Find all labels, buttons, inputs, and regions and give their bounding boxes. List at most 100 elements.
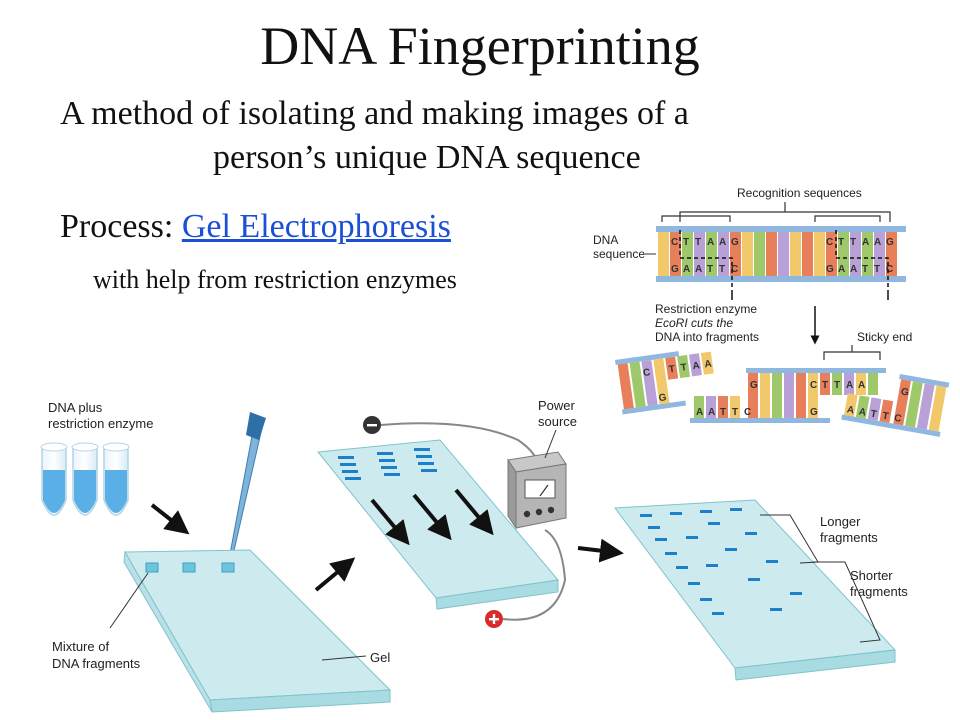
- shorter-label-2: fragments: [850, 584, 908, 599]
- fragment-right: G A A T T C: [841, 374, 950, 437]
- test-tube-icon: [102, 442, 130, 516]
- gel-slab-result: [614, 499, 897, 681]
- power-label-1: Power: [538, 398, 576, 413]
- migration-arrow-icon: [412, 493, 452, 541]
- svg-text:T: T: [680, 362, 688, 374]
- fragment-left: C T T A A G: [615, 351, 714, 415]
- recognition-bracket-right: [814, 215, 881, 222]
- svg-text:T: T: [870, 409, 878, 421]
- recognition-bracket: [679, 211, 891, 222]
- svg-text:A: A: [858, 380, 865, 391]
- svg-text:C: C: [744, 407, 751, 418]
- gel-electrophoresis-diagram: DNA plus restriction enzyme: [40, 398, 908, 713]
- svg-text:T: T: [881, 411, 889, 423]
- longer-label-1: Longer: [820, 514, 861, 529]
- running-bands: [338, 448, 437, 480]
- power-source-icon: [507, 451, 567, 530]
- migration-arrow-icon: [370, 498, 410, 546]
- svg-text:G: G: [750, 380, 758, 391]
- svg-text:T: T: [707, 264, 713, 275]
- svg-text:G: G: [658, 392, 667, 404]
- process-label: Process:: [60, 208, 182, 245]
- negative-electrode-icon: [363, 416, 381, 434]
- mixture-label-1: Mixture of: [52, 639, 109, 654]
- svg-text:G: G: [671, 264, 679, 275]
- first-site-top-bases: C T T A A G: [671, 237, 739, 248]
- svg-text:T: T: [683, 237, 689, 248]
- slide-title: DNA Fingerprinting: [260, 16, 700, 76]
- cut-line-2: [835, 230, 889, 290]
- sequence-label: sequence: [593, 247, 645, 261]
- dna-plus-label-2: restriction enzyme: [48, 416, 153, 431]
- svg-text:A: A: [683, 264, 690, 275]
- dna-label: DNA: [593, 233, 618, 247]
- pipette-icon: [226, 412, 266, 567]
- svg-text:T: T: [874, 264, 880, 275]
- svg-text:G: G: [900, 387, 910, 399]
- svg-text:T: T: [720, 407, 726, 418]
- svg-text:A: A: [692, 360, 701, 372]
- svg-text:C: C: [810, 380, 817, 391]
- svg-text:T: T: [732, 407, 738, 418]
- longer-bracket: [760, 514, 819, 564]
- longer-label-2: fragments: [820, 530, 878, 545]
- subtitle-line-1: A method of isolating and making images …: [60, 95, 689, 132]
- svg-text:A: A: [707, 237, 714, 248]
- dna-backbone-bottom: [656, 276, 906, 282]
- svg-text:A: A: [696, 407, 703, 418]
- svg-text:A: A: [862, 237, 869, 248]
- svg-text:T: T: [834, 380, 840, 391]
- migration-arrow-icon: [454, 488, 494, 536]
- svg-text:C: C: [642, 367, 651, 379]
- svg-text:A: A: [695, 264, 702, 275]
- enzyme-label-2: EcoRI cuts the: [655, 316, 733, 330]
- svg-text:A: A: [874, 237, 881, 248]
- recognition-bracket-left: [661, 215, 731, 222]
- restriction-enzyme-diagram: Recognition sequences DNA sequence: [593, 186, 950, 437]
- svg-text:A: A: [846, 404, 855, 416]
- second-site-bottom-bases: G A A T T C: [826, 264, 893, 275]
- enzyme-label-1: Restriction enzyme: [655, 302, 757, 316]
- svg-text:C: C: [671, 237, 678, 248]
- svg-text:A: A: [858, 407, 867, 419]
- second-site-top-bases: C T T A A G: [826, 237, 894, 248]
- svg-text:T: T: [822, 380, 828, 391]
- positive-wire: [502, 529, 567, 621]
- svg-text:C: C: [893, 413, 902, 425]
- result-bands: [640, 508, 802, 615]
- svg-text:T: T: [668, 364, 676, 376]
- shorter-label-1: Shorter: [850, 568, 893, 583]
- test-tubes: [40, 442, 130, 516]
- svg-text:T: T: [695, 237, 701, 248]
- svg-text:C: C: [731, 264, 738, 275]
- test-tube-icon: [40, 442, 68, 516]
- dna-backbone-top: [656, 226, 906, 232]
- svg-text:T: T: [719, 264, 725, 275]
- arrow-to-run-icon: [314, 557, 356, 592]
- fragment-middle: G A A T T C C T T A A G: [690, 368, 886, 423]
- power-label-2: source: [538, 414, 577, 429]
- subtitle-line-2: person’s unique DNA sequence: [213, 139, 641, 176]
- gel-label: Gel: [370, 650, 390, 665]
- shorter-bracket: [812, 561, 881, 643]
- sticky-end-label: Sticky end: [857, 330, 912, 344]
- gel-slab-running: [317, 439, 559, 610]
- svg-text:G: G: [731, 237, 739, 248]
- svg-text:A: A: [846, 380, 853, 391]
- svg-text:A: A: [704, 359, 713, 371]
- slide-subtitle: A method of isolating and making images …: [60, 92, 920, 180]
- svg-text:A: A: [719, 237, 726, 248]
- gel-electrophoresis-link[interactable]: Gel Electrophoresis: [181, 208, 451, 245]
- svg-text:C: C: [886, 264, 893, 275]
- gel-slab-loading: [123, 549, 392, 713]
- svg-text:A: A: [708, 407, 715, 418]
- dna-base-pairs: [658, 232, 897, 276]
- svg-text:T: T: [862, 264, 868, 275]
- first-site-bottom-bases: G A A T T C: [671, 264, 738, 275]
- svg-text:A: A: [838, 264, 845, 275]
- with-help-text: with help from restriction enzymes: [93, 265, 457, 294]
- process-line: Process: Gel Electrophoresis: [60, 205, 451, 249]
- svg-text:T: T: [838, 237, 844, 248]
- svg-text:C: C: [826, 237, 833, 248]
